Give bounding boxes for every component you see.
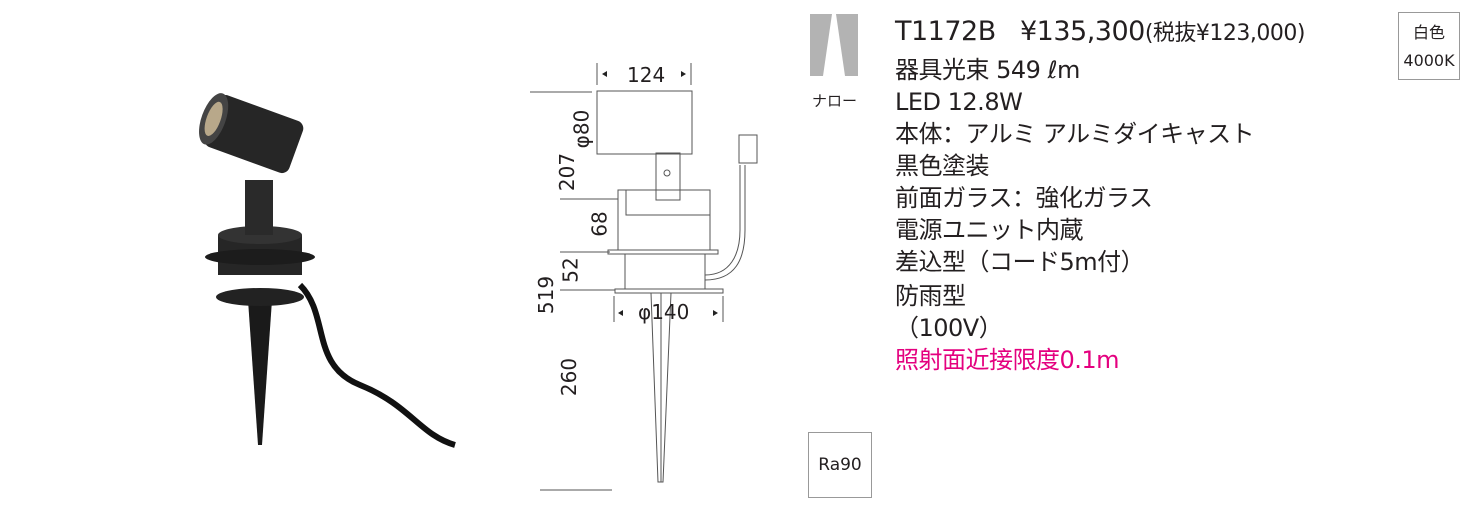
spec-line: （100V） [895, 314, 1003, 342]
dim-spike-length: 260 [557, 357, 582, 397]
dim-upper-height: 207 [555, 152, 580, 192]
dim-flange-height: 52 [558, 257, 583, 283]
spec-line: 電源ユニット内蔵 [895, 216, 1084, 244]
product-title: T1172B ¥135,300(税抜¥123,000) [895, 16, 1305, 50]
dim-head-diameter: φ80 [569, 109, 594, 149]
color-name: 白色 [1412, 23, 1445, 42]
spec-line: LED 12.8W [895, 88, 1023, 116]
spec-line: 差込型（コード5m付） [895, 248, 1145, 276]
beam-label: ナロー [812, 92, 858, 110]
narrow-beam-icon [810, 14, 858, 76]
spec-line: 防雨型 [895, 282, 966, 310]
color-temp-badge: 白色 4000K [1398, 12, 1460, 80]
spec-line: 器具光束 549 ℓm [895, 56, 1080, 84]
spec-line: 本体：アルミ アルミダイキャスト [895, 120, 1255, 148]
dim-body-height: 68 [587, 211, 612, 237]
spec-line: 黒色塗装 [895, 152, 990, 180]
model-number: T1172B [895, 16, 996, 47]
color-temp: 4000K [1403, 51, 1455, 70]
dim-total-height: 519 [534, 275, 559, 315]
dim-base-diameter: φ140 [638, 300, 690, 324]
dim-width: 124 [627, 63, 666, 87]
price-ex-tax: (税抜¥123,000) [1144, 21, 1306, 46]
proximity-note: 照射面近接限度0.1m [895, 346, 1120, 374]
product-photo [199, 93, 456, 448]
cri-badge: Ra90 [808, 432, 872, 498]
dimension-drawing [530, 63, 758, 491]
price: ¥135,300 [1019, 16, 1145, 47]
spec-line: 前面ガラス：強化ガラス [895, 184, 1153, 212]
